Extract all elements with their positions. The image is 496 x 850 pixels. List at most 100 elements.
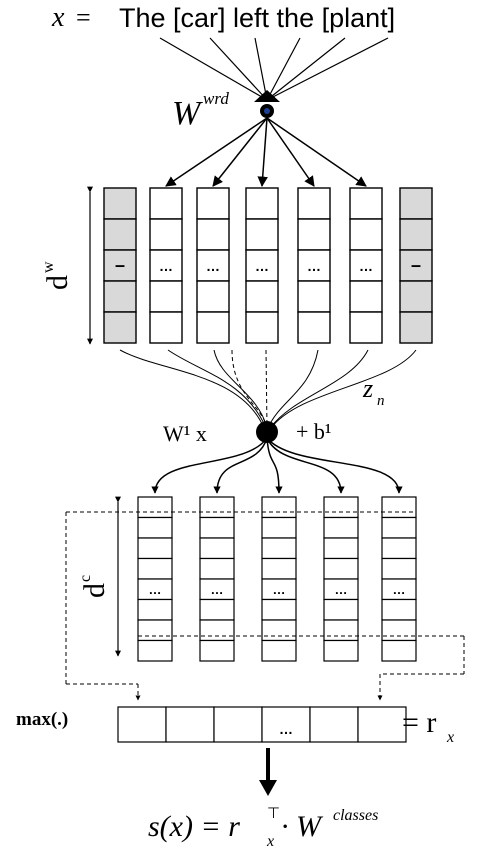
conv-output-cell [381,619,417,642]
score-w-superscript: classes [333,807,378,824]
conv-output-cell [199,516,235,539]
word-vector-ellipsis: … [255,258,269,274]
conv-output-cell [137,496,173,519]
word-vector-cell [149,218,183,251]
embedding-matrix-superscript: wrd [203,89,229,108]
pooled-cell [357,706,407,743]
conv-output-ellipsis: … [273,582,286,597]
pooled-cells: … [117,706,407,743]
word-vector-column-5: … [297,187,331,344]
conv-output-cell [199,537,235,560]
word-vector-cell [297,187,331,220]
word-vector-cell [149,280,183,313]
sentence-text: The [car] left the [plant] [119,3,395,33]
conv-output-cell [137,639,173,662]
word-vector-cell [349,249,383,282]
score-prefix: s(x) = r [148,810,240,843]
word-vector-cell [103,187,137,220]
word-vector-cell [399,187,433,220]
embedding-node-cap [254,90,280,102]
embedding-arrow [257,117,268,188]
word-vector-cell [349,218,383,251]
word-vector-cell [297,218,331,251]
window-label-symbol: z [362,374,373,403]
word-vector-cell [245,311,279,344]
conv-output-cell [323,557,359,580]
conv-output-column-5: … [381,496,417,662]
word-vector-cell [245,218,279,251]
conv-output-cell [323,516,359,539]
conv-output-ellipsis: … [335,582,348,597]
word-vector-cell [103,218,137,251]
embedding-arrow [212,117,268,187]
word-vector-ellipsis: … [159,258,173,274]
word-vector-column-2: … [149,187,183,344]
word-vector-columns: – … … … … … – [103,187,433,344]
word-vector-cell [149,311,183,344]
word-vector-cell [103,311,137,344]
conv-output-cell [381,496,417,519]
word-vector-cell [149,187,183,220]
pooled-cell [117,706,167,743]
pooled-cell [165,706,215,743]
conv-output-cell [323,598,359,621]
conv-output-column-4: … [323,496,359,662]
word-vector-ellipsis: – [115,255,125,275]
sentence-variable: x [51,2,65,33]
conv-output-cell [381,598,417,621]
embedding-matrix-symbol: W [172,95,203,132]
window-label-subscript: n [377,393,385,409]
embedding-arrows [165,117,367,188]
word-vector-column-4: … [245,187,279,344]
word-vector-cell [196,280,230,313]
conv-output-cell [199,557,235,580]
conv-output-cell [137,598,173,621]
conv-output-cell [199,496,235,519]
word-vector-ellipsis: … [359,258,373,274]
conv-output-cell [381,639,417,662]
score-dot-w: · W [281,810,324,843]
conv-output-cell [137,619,173,642]
word-vector-cell [399,280,433,313]
word-vector-ellipsis: … [307,258,321,274]
pooling-dashed-lines [65,511,465,701]
conv-output-cell [381,516,417,539]
word-vector-cell [245,187,279,220]
dc-label: d [78,583,111,598]
pooling-label: max(.) [16,709,68,730]
conv-output-ellipsis: … [149,582,162,597]
conv-output-cell [261,557,297,580]
word-to-embedding-lines [159,37,389,101]
convolution-arrow [151,437,268,494]
word-vector-cell [399,249,433,282]
word-vector-cell [196,311,230,344]
dc-dimension-arrow: d c [77,496,121,657]
conv-output-cell [137,557,173,580]
embedding-arrow [266,117,315,187]
word-vector-ellipsis: … [206,258,220,274]
conv-output-cell [323,639,359,662]
embedding-arrow [165,117,268,187]
word-vector-column-6: … [349,187,383,344]
dw-superscript: w [40,261,57,273]
convolution-node-circle [256,421,278,443]
conv-output-cell [261,496,297,519]
word-vector-cell [103,280,137,313]
pooled-cell [261,706,311,743]
conv-output-ellipsis: … [393,582,406,597]
word-vector-column-1: – [103,187,137,344]
conv-output-cell [137,516,173,539]
score-r-superscript: ⊤ [267,806,280,822]
word-vector-cell [349,280,383,313]
conv-output-column-3: … [261,496,297,662]
window-curves [119,349,417,429]
word-vector-cell [196,218,230,251]
conv-output-cell [323,619,359,642]
conv-output-ellipsis: … [211,582,224,597]
conv-output-cell [323,496,359,519]
word-vector-ellipsis: – [411,255,421,275]
word-vector-cell [399,218,433,251]
convolution-arrows [151,437,403,494]
